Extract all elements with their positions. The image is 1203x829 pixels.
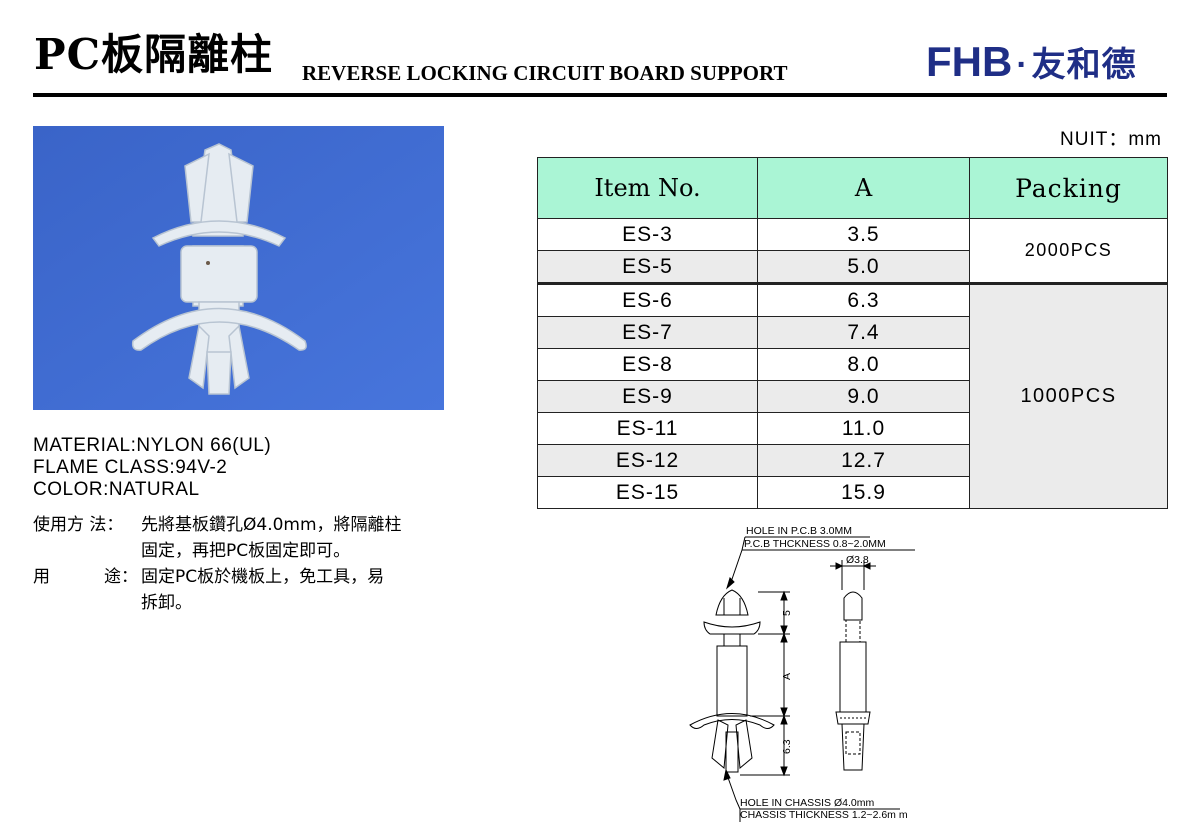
item-cell: ES-5 <box>537 250 758 284</box>
color-text: COLOR:NATURAL <box>33 479 200 500</box>
a-cell: 5.0 <box>757 250 970 284</box>
table-row: ES-11 11.0 <box>537 412 1168 445</box>
table-row: ES-12 12.7 <box>537 444 1168 477</box>
use-label-a: 用 <box>33 567 50 587</box>
material-text: MATERIAL:NYLON 66(UL) <box>33 435 272 456</box>
label-dim-a: A <box>781 673 793 680</box>
method-line-1: 先將基板鑽孔Ø4.0mm，將隔離柱 <box>141 515 402 535</box>
label-diameter: Ø3.8 <box>846 554 869 566</box>
item-cell: ES-7 <box>537 316 758 349</box>
product-photo <box>33 126 444 410</box>
packing-cell-1000: 1000PCS <box>969 282 1168 509</box>
a-cell: 8.0 <box>757 348 970 381</box>
material-specs: MATERIAL:NYLON 66(UL) FLAME CLASS:94V-2 … <box>33 435 271 501</box>
label-chassis-thickness: CHASSIS THICKNESS 1.2~2.6m m <box>740 809 908 821</box>
method-line-2: 固定，再把PC板固定即可。 <box>141 541 351 561</box>
table-row: ES-6 6.3 1000PCS <box>537 282 1168 509</box>
brand-dot: · <box>1016 46 1028 84</box>
table-row: ES-3 3.5 2000PCS <box>537 218 1168 284</box>
item-cell: ES-6 <box>537 282 758 317</box>
table-row: ES-5 5.0 <box>537 250 1168 284</box>
header-a: A <box>757 157 970 219</box>
unit-label: NUIT：mm <box>1060 129 1162 150</box>
item-cell: ES-9 <box>537 380 758 413</box>
item-cell: ES-12 <box>537 444 758 477</box>
table-header-row: Item No. A Packing <box>537 157 1168 219</box>
brand-cn: 友和德 <box>1031 45 1137 85</box>
use-line-2: 拆卸。 <box>141 593 192 613</box>
header-divider <box>33 93 1167 97</box>
header-item-no: Item No. <box>537 157 758 219</box>
product-photo-image <box>33 126 444 410</box>
packing-cell-2000: 2000PCS <box>969 218 1168 284</box>
a-cell: 6.3 <box>757 282 970 317</box>
brand-latin: FHB <box>926 38 1013 85</box>
a-cell: 3.5 <box>757 218 970 251</box>
technical-drawing-svg: HOLE IN P.C.B 3.0MM P.C.B THCKNESS 0.8~2… <box>689 525 915 822</box>
item-cell: ES-3 <box>537 218 758 251</box>
flame-class-text: FLAME CLASS:94V-2 <box>33 457 228 478</box>
item-cell: ES-11 <box>537 412 758 445</box>
label-pcb-thickness: P.C.B THCKNESS 0.8~2.0MM <box>744 538 886 550</box>
header-packing: Packing <box>969 157 1168 219</box>
label-hole-pcb: HOLE IN P.C.B 3.0MM <box>746 525 852 537</box>
a-cell: 9.0 <box>757 380 970 413</box>
use-line-1: 固定PC板於機板上，免工具，易 <box>141 567 385 587</box>
page-subtitle: REVERSE LOCKING CIRCUIT BOARD SUPPORT <box>302 61 788 85</box>
brand-logo: FHB·友和德 <box>926 38 1137 89</box>
use-label-b: 途： <box>104 567 138 587</box>
a-cell: 12.7 <box>757 444 970 477</box>
label-hole-chassis: HOLE IN CHASSIS Ø4.0mm <box>740 797 874 809</box>
label-dim-bottom: 6.3 <box>781 739 793 754</box>
method-label: 使用方 法： <box>33 515 124 535</box>
item-cell: ES-15 <box>537 476 758 509</box>
spec-table: Item No. A Packing ES-3 3.5 2000PCS ES-5… <box>537 157 1168 509</box>
table-row: ES-7 7.4 <box>537 316 1168 349</box>
item-cell: ES-8 <box>537 348 758 381</box>
a-cell: 11.0 <box>757 412 970 445</box>
technical-drawing: HOLE IN P.C.B 3.0MM P.C.B THCKNESS 0.8~2… <box>680 520 940 825</box>
a-cell: 15.9 <box>757 476 970 509</box>
a-cell: 7.4 <box>757 316 970 349</box>
page-title: PC板隔離柱 <box>34 30 274 79</box>
use-label: 用 途： <box>33 564 138 590</box>
table-row: ES-15 15.9 <box>537 476 1168 509</box>
label-dim-top: 5 <box>781 610 793 616</box>
